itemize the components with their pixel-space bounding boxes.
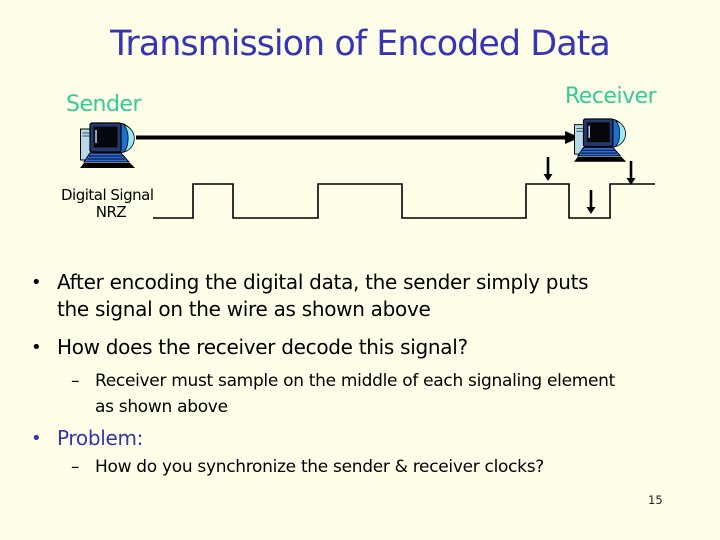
page-number: 15 [648,493,663,507]
bullet-text: Receiver must sample on the middle of ea… [95,371,616,417]
sender-computer-icon [79,122,136,169]
receiver-computer-icon [573,118,627,163]
sender-label: Sender [66,92,142,117]
receiver-label: Receiver [565,84,657,109]
bullet-item-problem: • Problem: [31,425,143,452]
sampling-down-arrow-icon [543,174,553,181]
sampling-down-arrow-icon [626,178,636,185]
bullet-text: After encoding the digital data, the sen… [57,270,589,321]
dash-bullet-icon: – [71,371,80,391]
sub-bullet-item: – How do you synchronize the sender & re… [71,454,544,480]
sub-bullet-item: – Receiver must sample on the middle of … [71,368,615,420]
bullet-text: How do you synchronize the sender & rece… [95,457,544,477]
bullet-dot-icon: • [31,428,42,449]
sampling-down-arrow-icon [586,207,596,214]
page-title: Transmission of Encoded Data [110,24,611,64]
bullet-item: • After encoding the digital data, the s… [31,269,589,323]
bullet-text: How does the receiver decode this signal… [57,335,468,359]
sampling-arrows [543,157,636,214]
nrz-waveform [153,183,655,219]
wire-right-arrow-icon [136,131,580,144]
bullet-dot-icon: • [31,337,42,358]
digital-signal-label: Digital Signal [61,186,154,204]
dash-bullet-icon: – [71,457,80,477]
bullet-dot-icon: • [31,272,42,293]
nrz-label: NRZ [95,203,127,221]
bullet-item: • How does the receiver decode this sign… [31,334,468,361]
bullet-text: Problem: [57,426,144,450]
